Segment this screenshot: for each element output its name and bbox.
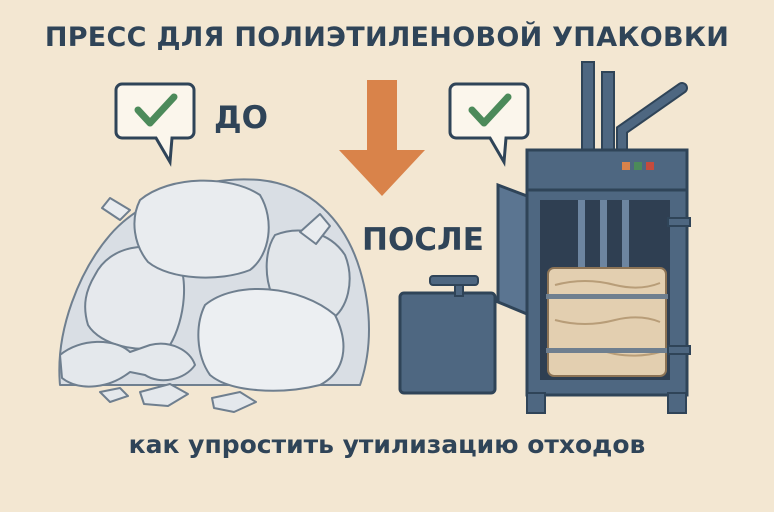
compressed-block: [398, 275, 497, 395]
subtitle: как упростить утилизацию отходов: [128, 430, 646, 459]
after-label: ПОСЛЕ: [362, 222, 484, 258]
before-label: ДО: [214, 100, 268, 136]
baler-press-machine: [496, 61, 691, 414]
check-bubble-icon: [114, 82, 196, 167]
page-title: ПРЕСС ДЛЯ ПОЛИЭТИЛЕНОВОЙ УПАКОВКИ: [44, 22, 730, 53]
plastic-bag-pile: [58, 178, 370, 413]
down-arrow-icon: [339, 80, 425, 196]
check-bubble-icon: [448, 82, 530, 167]
